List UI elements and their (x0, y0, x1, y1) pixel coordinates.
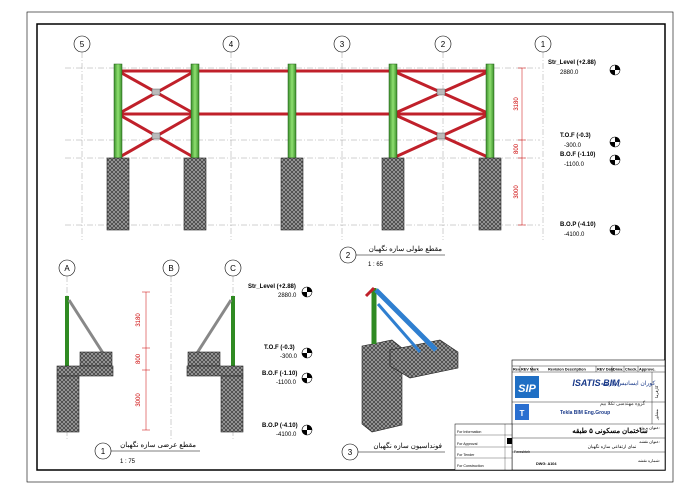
svg-text:5: 5 (80, 40, 85, 49)
inner-border (36, 23, 666, 471)
level-bop-top: B.O.P (-4.10) -4100.0 (560, 222, 621, 238)
svg-text:-300.0: -300.0 (280, 354, 298, 360)
svg-text:DWG: A104: DWG: A104 (536, 462, 557, 466)
dim-800: 800 (514, 143, 520, 154)
dimension-lines (518, 67, 526, 226)
svg-text:Revision Description: Revision Description (548, 368, 586, 372)
svg-text:Str_Level (+2.88): Str_Level (+2.88) (548, 60, 596, 66)
svg-text:-1100.0: -1100.0 (276, 380, 297, 386)
isatis-logo: SIP (515, 376, 539, 398)
svg-text:REV Mark: REV Mark (521, 368, 540, 372)
svg-text:SIP: SIP (518, 383, 536, 395)
svg-text:نمای ارتفاعی سازه نگهبان: نمای ارتفاعی سازه نگهبان (588, 443, 637, 450)
outer-border (26, 11, 674, 483)
svg-text:1: 1 (101, 447, 106, 456)
svg-text:مشاور: مشاور (654, 409, 659, 421)
svg-text:-4100.0: -4100.0 (276, 432, 297, 438)
columns-green (113, 63, 495, 163)
level-str-top: Str_Level (+2.88) 2880.0 (548, 60, 621, 76)
svg-text:2880.0: 2880.0 (278, 293, 297, 299)
view-title-3: 3 فونداسیون سازه نگهبان (341, 441, 445, 461)
svg-text:مقطع طولی سازه نگهبان: مقطع طولی سازه نگهبان (369, 244, 442, 253)
svg-text:REV Date: REV Date (597, 368, 614, 372)
svg-text:کارفرما: کارفرما (654, 385, 659, 398)
svg-text:For Information: For Information (457, 430, 481, 434)
svg-text:T: T (520, 409, 525, 418)
svg-text:For Tender: For Tender (457, 453, 475, 457)
svg-text:ISATIS BIM: ISATIS BIM (572, 378, 620, 388)
level-bof-bottom: B.O.F (-1.10) -1100.0 (262, 371, 313, 386)
grid-bubble-c: C (224, 259, 242, 277)
svg-text:3180: 3180 (136, 313, 142, 327)
grid-bubble-a: A (58, 259, 76, 277)
svg-text:3000: 3000 (136, 393, 142, 407)
svg-text:ساختمان مسکونی ۵ طبقه: ساختمان مسکونی ۵ طبقه (572, 427, 648, 435)
svg-text:4: 4 (229, 40, 234, 49)
view-title-1: 1 مقطع عرضی سازه نگهبان 1 : 75 (94, 440, 200, 465)
svg-text:Approve.: Approve. (639, 368, 655, 372)
svg-text:For Approval: For Approval (457, 442, 478, 446)
view-1-cross-section: A B C 3180 800 3000 Str_Level (+2.88) 28… (56, 259, 313, 465)
svg-text:A: A (64, 264, 70, 273)
svg-text:T.O.F (-0.3): T.O.F (-0.3) (560, 133, 591, 139)
svg-text:B.O.P (-4.10): B.O.P (-4.10) (262, 423, 298, 429)
svg-text:Draw.: Draw. (613, 368, 623, 372)
grid-bubble-2: 2 (434, 35, 452, 53)
grid-bubble-1: 1 (534, 35, 552, 53)
svg-text:B.O.F (-1.10): B.O.F (-1.10) (560, 152, 595, 158)
svg-text:عنوان پروژه:: عنوان پروژه: (639, 425, 660, 430)
svg-text:1 : 65: 1 : 65 (368, 262, 384, 268)
svg-text:-1100.0: -1100.0 (564, 162, 585, 168)
svg-text:فونداسیون سازه نگهبان: فونداسیون سازه نگهبان (373, 441, 442, 450)
svg-text:مقطع عرضی سازه نگهبان: مقطع عرضی سازه نگهبان (120, 440, 196, 449)
svg-text:-4100.0: -4100.0 (564, 232, 585, 238)
svg-text:1: 1 (541, 40, 546, 49)
svg-text:C: C (230, 264, 236, 273)
svg-text:-300.0: -300.0 (564, 143, 582, 149)
svg-text:B.O.F (-1.10): B.O.F (-1.10) (262, 371, 297, 377)
svg-text:Rev.: Rev. (513, 368, 521, 372)
svg-text:Check.: Check. (625, 368, 637, 372)
level-str-bottom: Str_Level (+2.88) 2880.0 (248, 284, 313, 299)
svg-text:Str_Level (+2.88): Str_Level (+2.88) (248, 284, 296, 290)
svg-text:شماره نقشه:: شماره نقشه: (638, 458, 660, 463)
grid-bubble-4: 4 (222, 35, 240, 53)
title-block: Rev. REV Mark Revision Description REV D… (454, 359, 666, 471)
bracing-red (117, 69, 491, 160)
svg-text:B: B (168, 264, 173, 273)
grid-bubble-b: B (162, 259, 180, 277)
svg-text:کوران ایساتیس پارسه: کوران ایساتیس پارسه (601, 380, 656, 387)
piles (106, 157, 502, 231)
svg-text:3: 3 (348, 448, 353, 457)
grid-bubble-5: 5 (73, 35, 91, 53)
view-3-foundation: 3 فونداسیون سازه نگهبان (341, 286, 459, 461)
level-bof-top: B.O.F (-1.10) -1100.0 (560, 152, 621, 168)
svg-text:2: 2 (441, 40, 446, 49)
svg-text:3: 3 (340, 40, 345, 49)
dim-3180: 3180 (514, 97, 520, 111)
svg-text:2: 2 (346, 251, 351, 260)
dim-3000: 3000 (514, 185, 520, 199)
svg-text:گروه مهندسی تکلا بیم: گروه مهندسی تکلا بیم (600, 400, 646, 407)
level-tof-top: T.O.F (-0.3) -300.0 (560, 133, 621, 149)
view-title-2: 2 مقطع طولی سازه نگهبان 1 : 65 (339, 244, 445, 268)
grid-bubble-3: 3 (333, 35, 351, 53)
svg-text:عنوان نقشه:: عنوان نقشه: (639, 439, 660, 444)
level-tof-bottom: T.O.F (-0.3) -300.0 (264, 345, 313, 360)
svg-text:1 : 75: 1 : 75 (120, 459, 136, 465)
level-bop-bottom: B.O.P (-4.10) -4100.0 (262, 423, 313, 438)
tekla-logo: T (515, 404, 529, 420)
view-2-longitudinal: 5 4 3 2 1 (65, 35, 621, 268)
svg-text:T.O.F (-0.3): T.O.F (-0.3) (264, 345, 295, 351)
svg-text:2880.0: 2880.0 (560, 70, 579, 76)
svg-text:For Construction: For Construction (457, 464, 484, 468)
svg-text:Fereshteh: Fereshteh (514, 450, 530, 454)
svg-text:800: 800 (136, 353, 142, 364)
svg-text:Tekla BIM Eng.Group: Tekla BIM Eng.Group (560, 410, 610, 416)
svg-text:B.O.P (-4.10): B.O.P (-4.10) (560, 222, 596, 228)
